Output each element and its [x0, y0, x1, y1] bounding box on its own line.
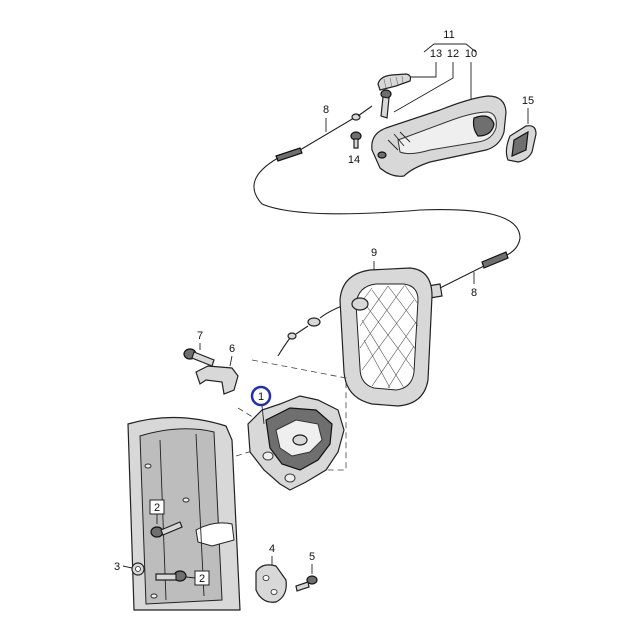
callout-10: 10 [465, 48, 477, 60]
part-2-upper-bolt: 2 [149, 499, 183, 538]
part-1-door-lock [247, 395, 345, 491]
part-7-bolt: 7 [183, 330, 215, 367]
part-2-lower-bolt: 2 [155, 570, 210, 586]
callout-2-upper: 2 [154, 502, 160, 514]
part-5-screw: 5 [295, 551, 318, 592]
part-3-clip: 3 [114, 561, 145, 576]
part-14-screw: 14 [348, 131, 362, 166]
callout-3: 3 [114, 561, 120, 573]
callout-8-lower: 8 [471, 287, 477, 299]
leader-12 [393, 62, 454, 113]
part-4-striker: 4 [255, 543, 287, 603]
callout-2-lower: 2 [199, 573, 205, 585]
part-8-upper-cable: 8 [253, 104, 521, 259]
callout-1: 1 [258, 391, 264, 403]
part-10-interior-handle [371, 95, 507, 177]
callout-12: 12 [447, 48, 459, 60]
part-9-seal-cover: 9 [339, 247, 433, 407]
callout-9: 9 [371, 247, 377, 259]
part-12-clip [380, 89, 392, 119]
part-13-handle-cap [377, 73, 412, 91]
callout-1-highlight: 1 [250, 385, 272, 407]
door-panel [127, 416, 241, 611]
part-15-trim-cap: 15 [505, 95, 537, 163]
callout-group-11: 11 13 12 10 [393, 29, 477, 113]
callout-15: 15 [522, 95, 534, 107]
callout-4: 4 [269, 543, 275, 555]
callout-14: 14 [348, 154, 360, 166]
callout-8-upper: 8 [323, 104, 329, 116]
part-6-bracket: 6 [195, 343, 239, 395]
callout-5: 5 [309, 551, 315, 563]
leader-13 [408, 62, 437, 78]
callout-7: 7 [197, 330, 203, 342]
bracket-11 [423, 43, 477, 53]
callout-13: 13 [430, 48, 442, 60]
callout-6: 6 [229, 343, 235, 355]
callout-11: 11 [443, 29, 454, 41]
